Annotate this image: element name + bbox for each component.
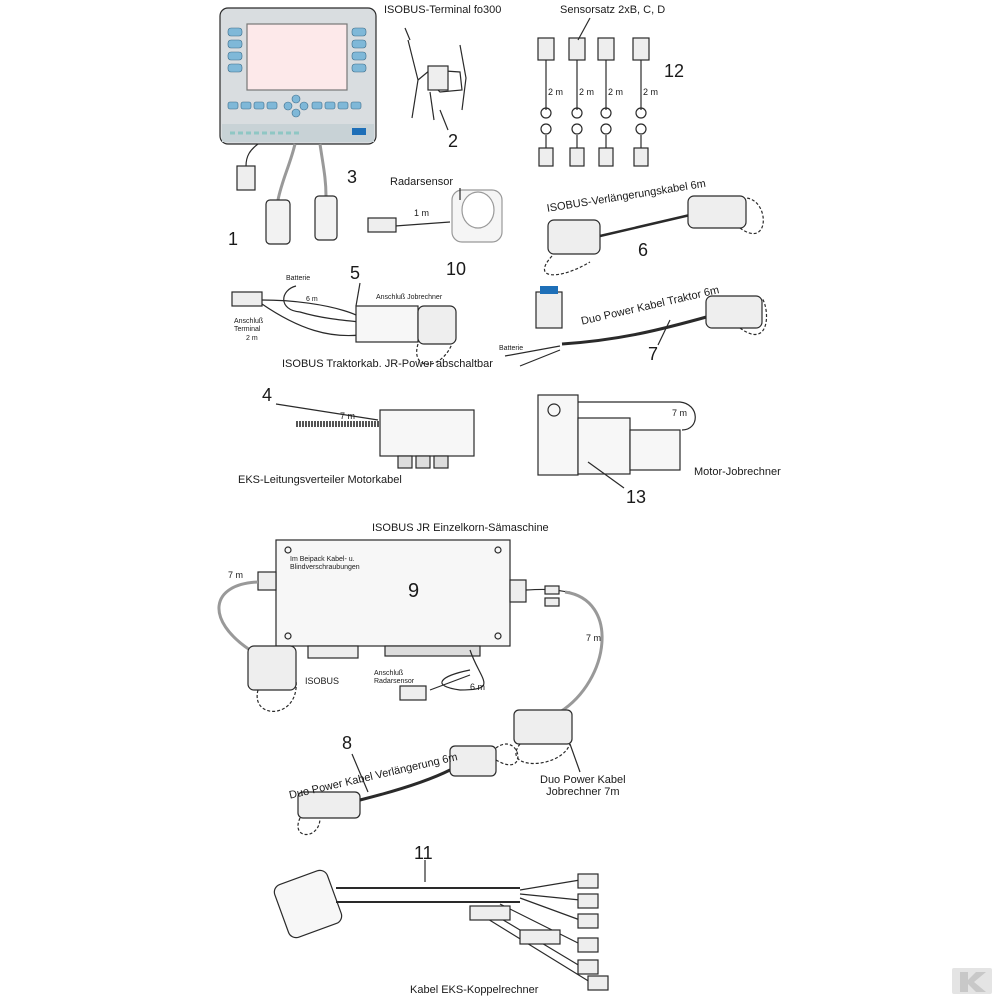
label-jr-einzelkorn: ISOBUS JR Einzelkorn-Sämaschine: [372, 522, 549, 534]
label-batterie-5: Batterie: [286, 275, 311, 282]
item-number-12: 12: [664, 61, 685, 81]
label-duo-power-jr: Duo Power Kabel Jobrechner 7m: [540, 774, 626, 798]
label-traktorkabel: ISOBUS Traktorkab. JR-Power abschaltbar: [282, 358, 493, 370]
label-eks-koppel: Kabel EKS-Koppelrechner: [410, 984, 539, 996]
label-motor-jobrechner: Motor-Jobrechner: [694, 466, 781, 478]
item-number-8: 8: [342, 733, 353, 753]
duo-power-extension: [297, 709, 581, 835]
label-anschluss-radar: Anschluß Radarsensor: [374, 670, 415, 685]
label-6m-9: 6 m: [470, 682, 486, 692]
label-beipack: Im Beipack Kabel- u. Blindverschraubunge…: [290, 556, 360, 571]
label-anschluss-terminal: Anschluß Terminal: [234, 318, 264, 333]
eks-koppel-cable: [273, 860, 609, 991]
label-anschluss-jobrechner: Anschluß Jobrechner: [376, 294, 443, 301]
duo-power-tractor-cable: [504, 286, 768, 367]
tractor-cable: [231, 282, 457, 365]
label-radarsensor: Radarsensor: [390, 176, 453, 188]
item-number-2: 2: [448, 131, 459, 151]
label-7m-right: 7 m: [586, 633, 602, 643]
jobrechner-box: [217, 539, 604, 714]
label-sensor-len-2: 2 m: [579, 87, 595, 97]
item-number-11: 11: [414, 843, 433, 863]
label-terminal: ISOBUS-Terminal fo300: [384, 4, 502, 16]
label-sensor-len-3: 2 m: [608, 87, 624, 97]
eks-distributor: [275, 403, 475, 469]
item-number-7: 7: [648, 344, 659, 364]
isobus-terminal: [219, 7, 377, 245]
label-motor-len: 7 m: [672, 408, 688, 418]
item-number-5: 5: [350, 263, 361, 283]
item-number-13: 13: [626, 487, 647, 507]
sensor-set: [537, 17, 650, 167]
label-eks-verteiler: EKS-Leitungsverteiler Motorkabel: [238, 474, 402, 486]
item-number-1: 1: [228, 229, 239, 249]
label-batterie-7: Batterie: [499, 345, 524, 352]
label-6m-5: 6 m: [306, 296, 318, 303]
label-7m-left: 7 m: [228, 570, 244, 580]
label-sensor-len-1: 2 m: [548, 87, 564, 97]
item-number-3: 3: [347, 167, 358, 187]
label-sensor-len-4: 2 m: [643, 87, 659, 97]
item-number-6: 6: [638, 240, 649, 260]
label-eks-len: 7 m: [340, 411, 356, 421]
label-isobus-9: ISOBUS: [305, 676, 340, 686]
label-2m-5: 2 m: [246, 335, 258, 342]
terminal-holder: [404, 27, 467, 131]
kramp-logo-icon: [952, 968, 992, 994]
label-sensorset: Sensorsatz 2xB, C, D: [560, 4, 666, 16]
radar-sensor: [367, 188, 503, 243]
label-radar-len: 1 m: [414, 208, 430, 218]
item-number-9: 9: [408, 580, 420, 602]
motor-jobrechner: [537, 394, 696, 489]
item-number-4: 4: [262, 385, 273, 405]
item-number-10: 10: [446, 259, 467, 279]
isobus-extension-cable: [544, 195, 764, 276]
